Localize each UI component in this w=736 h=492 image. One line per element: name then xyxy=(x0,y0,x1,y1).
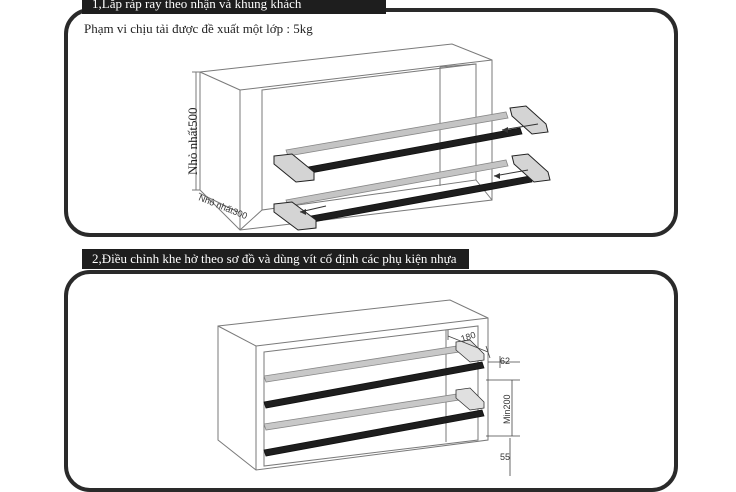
rails-step1 xyxy=(273,105,551,231)
height-label: Nhỏ nhất500 xyxy=(185,107,200,175)
cabinet-step1 xyxy=(199,43,493,231)
dim-gap-62: 62 xyxy=(500,356,510,366)
load-range-caption: Phạm vi chịu tải được đề xuất một lớp : … xyxy=(84,21,313,36)
step2-dimension-lines xyxy=(447,330,520,476)
depth-dimension-line xyxy=(198,192,239,213)
dim-spacing-min200: Min200 xyxy=(502,394,512,424)
cabinet-step2 xyxy=(217,299,489,471)
assembly-illustration: Nhỏ nhất500 Nhỏ nhất300 xyxy=(185,43,551,476)
dim-bottom-55: 55 xyxy=(500,452,510,462)
step1-title: 1,Lắp ráp ray theo nhận và khung khách xyxy=(82,0,386,14)
height-dimension-line xyxy=(192,71,200,191)
rails-step2 xyxy=(263,339,485,457)
step2-title: 2,Điều chỉnh khe hở theo sơ đồ và dùng v… xyxy=(82,249,469,269)
depth-label: Nhỏ nhất300 xyxy=(197,193,249,222)
dim-depth-180: 180 xyxy=(460,330,477,344)
